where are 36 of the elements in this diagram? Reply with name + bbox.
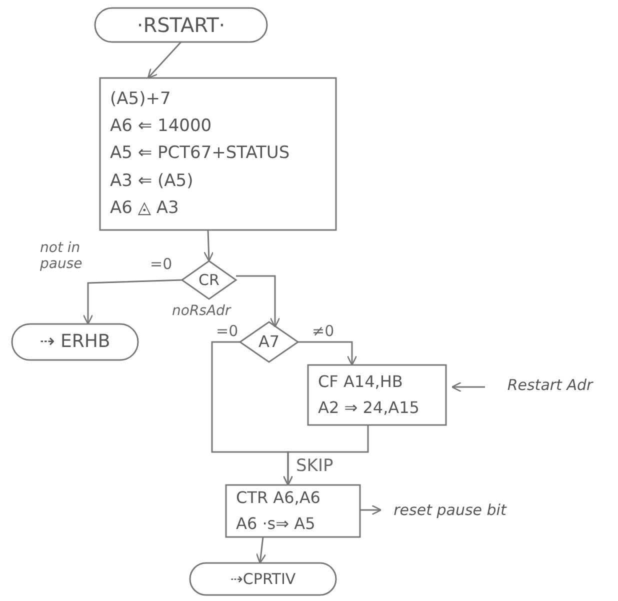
arrow [256,536,266,564]
decision-diamond [182,261,236,299]
node-text: A6 ⇐ 14000 [110,115,212,138]
node-text: ·RSTART· [136,13,226,37]
exit-terminal [12,324,138,360]
node-text: CR [198,271,220,289]
note-text: noRsAdr [172,303,231,319]
arrow [298,341,358,366]
node-text: CF A14,HB [318,371,403,394]
node-text: A3 ⇐ (A5) [110,170,194,193]
node-text: A6 ·s⇒ A5 [236,513,316,535]
note-text: reset pause bit [394,501,506,519]
node-text: A7 [258,332,280,352]
arrow [147,42,182,79]
arrow [451,382,485,392]
process-box [308,365,446,425]
process-box [100,78,336,230]
node-text: (A5)+7 [110,88,171,112]
node-text: A5 ⇐ PCT67+STATUS [110,142,290,166]
decision-diamond [240,322,298,362]
node-text: ⇢CPRTIV [230,570,296,588]
exit-terminal [190,563,336,595]
note-text: Restart Adr [507,376,593,394]
arrow [360,504,382,516]
process-box [226,485,360,537]
node-text: A2 ⇒ 24,A15 [318,397,420,419]
start-terminal [95,8,267,42]
note-text: not in pause [40,240,84,272]
node-text: A6 ◬ A3 [110,196,179,220]
node-text: ⇢ ERHB [40,331,110,353]
arrow [204,230,214,262]
node-text: CTR A6,A6 [236,487,320,510]
arrow [282,425,369,486]
arrow [82,279,182,325]
arrow [236,275,280,328]
flag-label: SKIP [296,456,334,476]
